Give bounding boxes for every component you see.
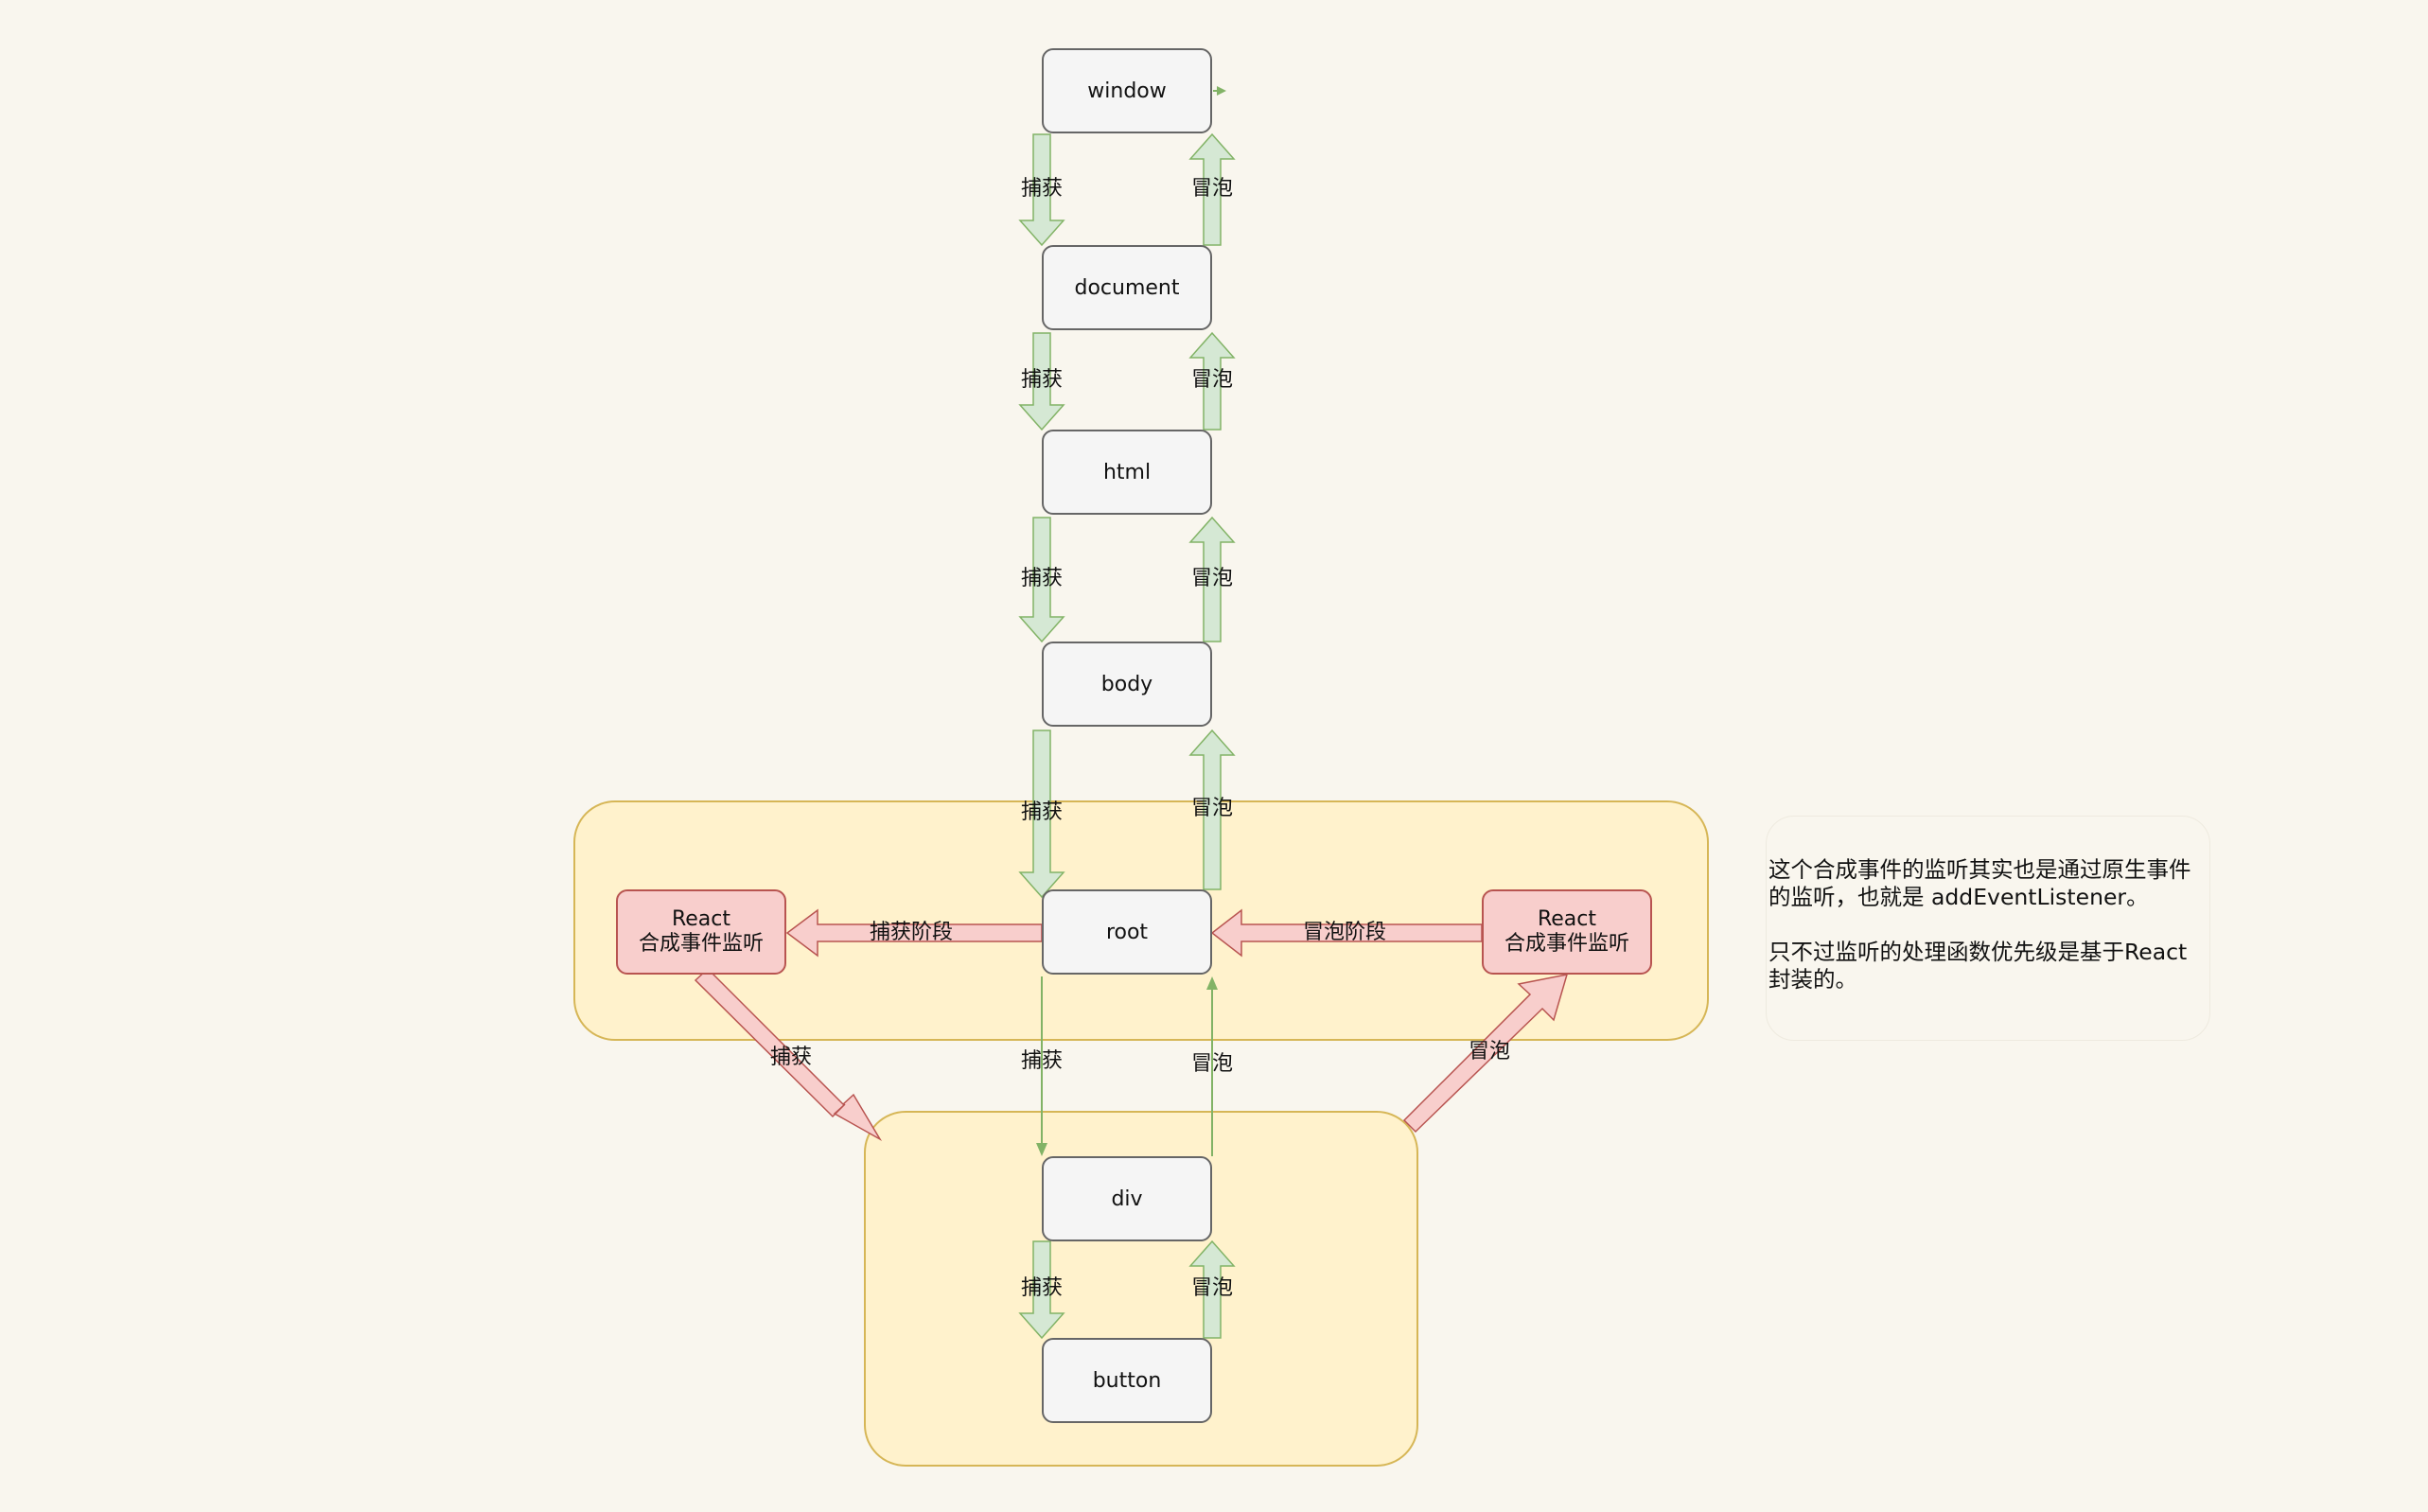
label-capture-3: 捕获	[1020, 567, 1064, 590]
note-paragraph-2: 只不过监听的处理函数优先级是基于React 封装的。	[1768, 939, 2188, 993]
node-root: root	[1042, 889, 1212, 975]
label-bubble-3: 冒泡	[1190, 567, 1234, 590]
react-capture-dispatch-arrow	[694, 967, 883, 1142]
capture-arrow-body-root	[1018, 730, 1065, 899]
note-paragraph-1: 这个合成事件的监听其实也是通过原生事件 的监听，也就是 addEventList…	[1768, 856, 2191, 910]
bubble-phase-arrow	[1210, 908, 1483, 958]
label-capture-6: 捕获	[1020, 1276, 1064, 1300]
node-document: document	[1042, 245, 1212, 330]
label-capture-1: 捕获	[1020, 177, 1064, 201]
bubble-arrow-root-body	[1188, 729, 1236, 890]
label-bubble-5: 冒泡	[1190, 1052, 1234, 1076]
label-bubble-phase: 冒泡阶段	[1302, 921, 1387, 944]
bubble-arrow-button-div	[1188, 1239, 1236, 1339]
react-bubble-listener: React 合成事件监听	[1482, 889, 1652, 975]
label-bubble-6: 冒泡	[1190, 1276, 1234, 1300]
react-capture-title: React	[671, 907, 731, 931]
label-capture-5: 捕获	[1020, 1049, 1064, 1073]
react-bubble-title: React	[1537, 907, 1597, 931]
capture-arrow-window-document	[1018, 133, 1065, 247]
node-window: window	[1042, 48, 1212, 133]
capture-phase-arrow	[785, 908, 1043, 958]
capture-line-arrowhead	[1036, 1143, 1047, 1156]
window-edge-arrowhead	[1217, 86, 1226, 96]
bubble-line-arrowhead	[1206, 976, 1218, 990]
capture-arrow-document-html	[1018, 332, 1065, 431]
react-capture-subtitle: 合成事件监听	[638, 932, 764, 956]
capture-arrow-div-button	[1018, 1240, 1065, 1340]
node-button: button	[1042, 1338, 1212, 1423]
label-capture-2: 捕获	[1020, 368, 1064, 392]
label-bubble-react: 冒泡	[1468, 1040, 1511, 1064]
label-capture-phase: 捕获阶段	[869, 921, 954, 944]
node-html: html	[1042, 430, 1212, 515]
explanation-note: 这个合成事件的监听其实也是通过原生事件 的监听，也就是 addEventList…	[1766, 816, 2210, 1041]
bubble-arrow-document-window	[1188, 132, 1236, 246]
node-div: div	[1042, 1156, 1212, 1241]
react-bubble-subtitle: 合成事件监听	[1504, 932, 1629, 956]
label-capture-4: 捕获	[1020, 800, 1064, 824]
label-capture-react: 捕获	[769, 1046, 813, 1069]
node-body: body	[1042, 642, 1212, 727]
label-bubble-4: 冒泡	[1190, 797, 1234, 820]
bubble-arrow-html-document	[1188, 331, 1236, 431]
react-capture-listener: React 合成事件监听	[616, 889, 786, 975]
react-bubble-collect-arrow	[1402, 974, 1569, 1134]
label-bubble-1: 冒泡	[1190, 177, 1234, 201]
capture-arrow-html-body	[1018, 517, 1065, 643]
label-bubble-2: 冒泡	[1190, 368, 1234, 392]
bubble-arrow-body-html	[1188, 516, 1236, 642]
